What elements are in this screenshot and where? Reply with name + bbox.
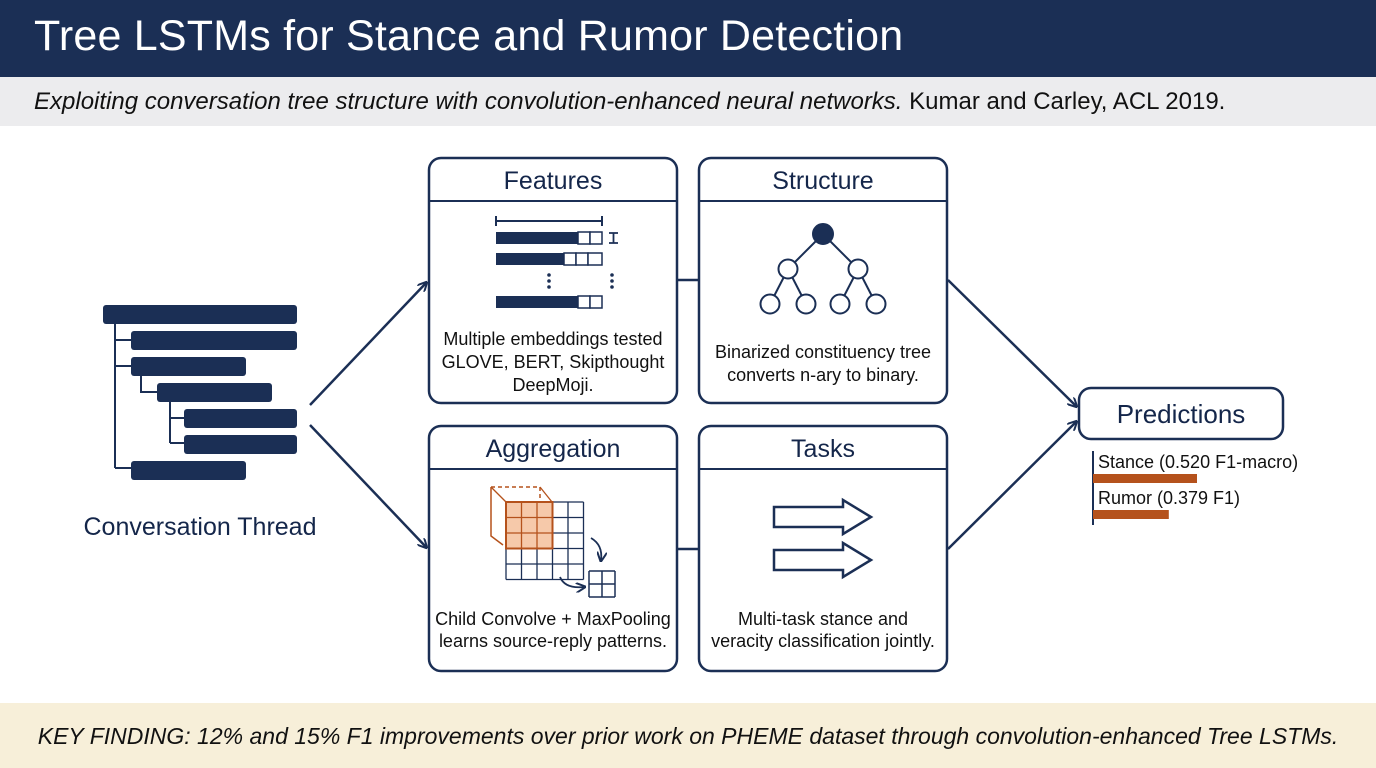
aggregation-title: Aggregation — [486, 435, 621, 463]
key-finding-banner: KEY FINDING: 12% and 15% F1 improvements… — [0, 703, 1376, 768]
structure-title: Structure — [772, 167, 873, 195]
aggregation-line-1: Child Convolve + MaxPooling — [435, 609, 671, 629]
features-line-2: GLOVE, BERT, Skipthought — [442, 352, 665, 372]
conversation-thread-icon — [103, 305, 297, 480]
citation: Kumar and Carley, ACL 2019. — [909, 88, 1226, 115]
binary-tree-icon — [759, 223, 887, 315]
key-finding-text: KEY FINDING: 12% and 15% F1 improvements… — [37, 723, 1339, 749]
prediction-rumor-bar — [1093, 510, 1169, 519]
page-title: Tree LSTMs for Stance and Rumor Detectio… — [34, 12, 904, 60]
paper-title: Exploiting conversation tree structure w… — [34, 88, 903, 115]
header-bar: Tree LSTMs for Stance and Rumor Detectio… — [0, 0, 1376, 77]
aggregation-line-2: learns source-reply patterns. — [439, 631, 667, 651]
aggregation-card: Aggregation Child Convolve + MaxPooling … — [427, 424, 679, 673]
tasks-line-2: veracity classification jointly. — [711, 631, 935, 651]
subtitle-bar: Exploiting conversation tree structure w… — [0, 77, 1376, 126]
predictions-panel: Predictions Stance (0.520 F1-macro) Rumo… — [1077, 386, 1298, 525]
predictions-title: Predictions — [1117, 399, 1246, 429]
features-line-3: DeepMoji. — [512, 375, 593, 395]
tasks-card: Tasks Multi-task stance and veracity cla… — [697, 424, 949, 673]
structure-line-1: Binarized constituency tree — [715, 342, 931, 362]
structure-card: Structure Binarized constituency tree co… — [697, 156, 949, 405]
tasks-line-1: Multi-task stance and — [738, 609, 908, 629]
features-title: Features — [504, 167, 603, 195]
features-line-1: Multiple embeddings tested — [443, 329, 662, 349]
prediction-rumor-label: Rumor (0.379 F1) — [1098, 488, 1240, 508]
flow-arrows — [309, 278, 1076, 551]
embedding-matrix-icon — [495, 216, 618, 309]
features-card: Features Multiple embeddings tested GLOV… — [427, 156, 679, 405]
subtitle-text: Exploiting conversation tree structure w… — [34, 88, 1225, 116]
prediction-stance-bar — [1093, 474, 1197, 483]
tasks-title: Tasks — [791, 435, 855, 463]
thread-label: Conversation Thread — [83, 513, 316, 541]
convolution-grid-icon — [490, 486, 616, 598]
multi-task-arrows-icon — [772, 497, 874, 580]
prediction-stance-label: Stance (0.520 F1-macro) — [1098, 452, 1298, 472]
structure-line-2: converts n-ary to binary. — [727, 365, 919, 385]
